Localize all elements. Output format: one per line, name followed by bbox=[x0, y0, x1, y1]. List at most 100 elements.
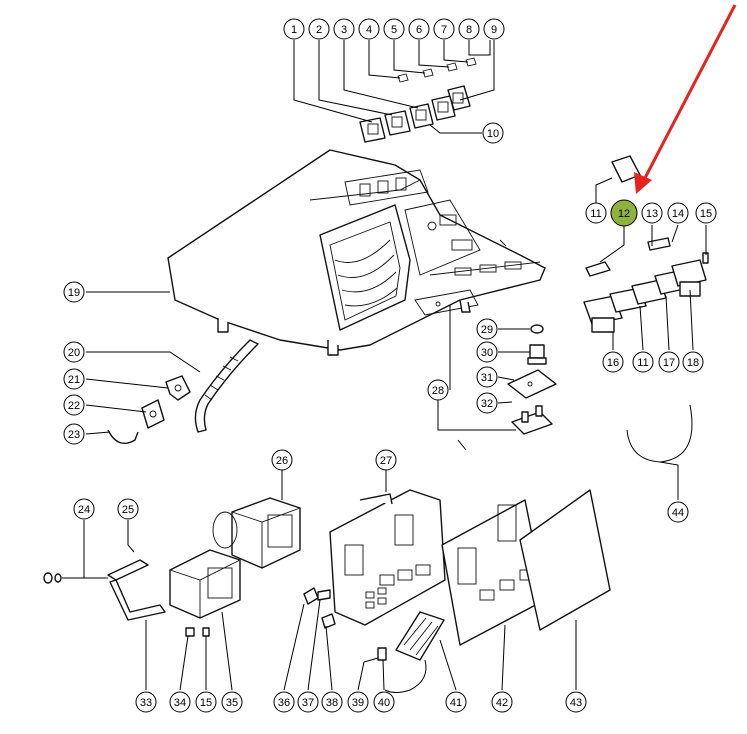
svg-text:34: 34 bbox=[174, 697, 186, 709]
svg-text:12: 12 bbox=[618, 208, 630, 220]
svg-text:39: 39 bbox=[352, 697, 364, 709]
callout-3: 3 bbox=[333, 18, 355, 40]
svg-text:30: 30 bbox=[481, 347, 493, 359]
svg-text:17: 17 bbox=[663, 357, 675, 369]
svg-text:8: 8 bbox=[466, 24, 472, 36]
callout-27: 27 bbox=[375, 449, 397, 471]
top-rocker-switches bbox=[359, 57, 477, 143]
callout-12-highlighted: 12 bbox=[610, 199, 638, 227]
svg-text:26: 26 bbox=[276, 455, 288, 467]
callout-8: 8 bbox=[458, 18, 480, 40]
svg-text:41: 41 bbox=[450, 697, 462, 709]
callout-4: 4 bbox=[358, 18, 380, 40]
leader-lines bbox=[83, 40, 707, 691]
svg-text:10: 10 bbox=[487, 128, 499, 140]
svg-text:24: 24 bbox=[78, 504, 90, 516]
console-housing bbox=[167, 149, 546, 356]
callout-9: 9 bbox=[483, 18, 505, 40]
svg-text:2: 2 bbox=[316, 24, 322, 36]
svg-text:29: 29 bbox=[481, 324, 493, 336]
callout-18: 18 bbox=[682, 351, 704, 373]
svg-text:15: 15 bbox=[200, 697, 212, 709]
callout-41: 41 bbox=[445, 691, 467, 713]
callout-38: 38 bbox=[321, 691, 343, 713]
svg-text:43: 43 bbox=[570, 697, 582, 709]
svg-text:27: 27 bbox=[380, 455, 392, 467]
svg-text:16: 16 bbox=[607, 357, 619, 369]
callout-21: 21 bbox=[63, 368, 85, 390]
instrument-modules bbox=[43, 489, 611, 693]
callout-25: 25 bbox=[117, 498, 139, 520]
callout-19: 19 bbox=[63, 281, 85, 303]
callout-10: 10 bbox=[482, 122, 504, 144]
svg-text:37: 37 bbox=[302, 697, 314, 709]
svg-text:4: 4 bbox=[366, 24, 372, 36]
callout-11-bottom: 11 bbox=[632, 351, 654, 373]
callout-20: 20 bbox=[63, 341, 85, 363]
callout-40: 40 bbox=[373, 691, 395, 713]
callout-14: 14 bbox=[667, 202, 689, 224]
callouts: 1 2 3 4 5 6 7 8 9 10 11 12 13 14 15 16 1… bbox=[63, 18, 717, 713]
callout-42: 42 bbox=[491, 691, 513, 713]
callout-6: 6 bbox=[408, 18, 430, 40]
svg-text:42: 42 bbox=[496, 697, 508, 709]
callout-33: 33 bbox=[135, 691, 157, 713]
wire-44 bbox=[626, 404, 693, 463]
cable-and-clamps bbox=[107, 339, 259, 444]
callout-15-right: 15 bbox=[695, 202, 717, 224]
callout-1: 1 bbox=[283, 18, 305, 40]
svg-text:38: 38 bbox=[326, 697, 338, 709]
svg-text:7: 7 bbox=[441, 24, 447, 36]
callout-34: 34 bbox=[169, 691, 191, 713]
svg-text:6: 6 bbox=[416, 24, 422, 36]
callout-35: 35 bbox=[221, 691, 243, 713]
callout-2: 2 bbox=[308, 18, 330, 40]
svg-text:20: 20 bbox=[68, 347, 80, 359]
callout-11-top: 11 bbox=[585, 202, 607, 224]
svg-text:31: 31 bbox=[481, 372, 493, 384]
svg-text:44: 44 bbox=[672, 507, 684, 519]
svg-text:22: 22 bbox=[68, 400, 80, 412]
svg-text:19: 19 bbox=[68, 287, 80, 299]
callout-22: 22 bbox=[63, 394, 85, 416]
callout-7: 7 bbox=[433, 18, 455, 40]
callout-28: 28 bbox=[427, 379, 449, 401]
callout-24: 24 bbox=[73, 498, 95, 520]
right-switch-group bbox=[583, 155, 709, 333]
svg-text:36: 36 bbox=[278, 697, 290, 709]
callout-13: 13 bbox=[641, 202, 663, 224]
svg-text:33: 33 bbox=[140, 697, 152, 709]
svg-text:23: 23 bbox=[68, 429, 80, 441]
svg-text:14: 14 bbox=[672, 208, 684, 220]
svg-text:32: 32 bbox=[481, 398, 493, 410]
svg-text:21: 21 bbox=[68, 374, 80, 386]
callout-30: 30 bbox=[476, 341, 498, 363]
callout-39: 39 bbox=[347, 691, 369, 713]
callout-17: 17 bbox=[658, 351, 680, 373]
callout-29: 29 bbox=[476, 318, 498, 340]
callout-31: 31 bbox=[476, 366, 498, 388]
svg-text:18: 18 bbox=[687, 357, 699, 369]
svg-text:15: 15 bbox=[700, 208, 712, 220]
svg-text:25: 25 bbox=[122, 504, 134, 516]
svg-text:40: 40 bbox=[378, 697, 390, 709]
svg-text:28: 28 bbox=[432, 385, 444, 397]
callout-15-bottom: 15 bbox=[195, 691, 217, 713]
svg-text:11: 11 bbox=[637, 357, 648, 369]
callout-43: 43 bbox=[565, 691, 587, 713]
callout-32: 32 bbox=[476, 392, 498, 414]
callout-16: 16 bbox=[602, 351, 624, 373]
bulb-and-socket-parts bbox=[507, 324, 557, 435]
callout-44: 44 bbox=[667, 501, 689, 523]
red-pointer-arrow bbox=[634, 4, 737, 194]
svg-text:5: 5 bbox=[391, 24, 397, 36]
callout-5: 5 bbox=[383, 18, 405, 40]
callout-23: 23 bbox=[63, 423, 85, 445]
callout-36: 36 bbox=[273, 691, 295, 713]
svg-text:1: 1 bbox=[291, 24, 297, 36]
svg-text:3: 3 bbox=[341, 24, 347, 36]
svg-text:11: 11 bbox=[590, 208, 601, 220]
svg-text:9: 9 bbox=[491, 24, 497, 36]
svg-text:35: 35 bbox=[226, 697, 238, 709]
